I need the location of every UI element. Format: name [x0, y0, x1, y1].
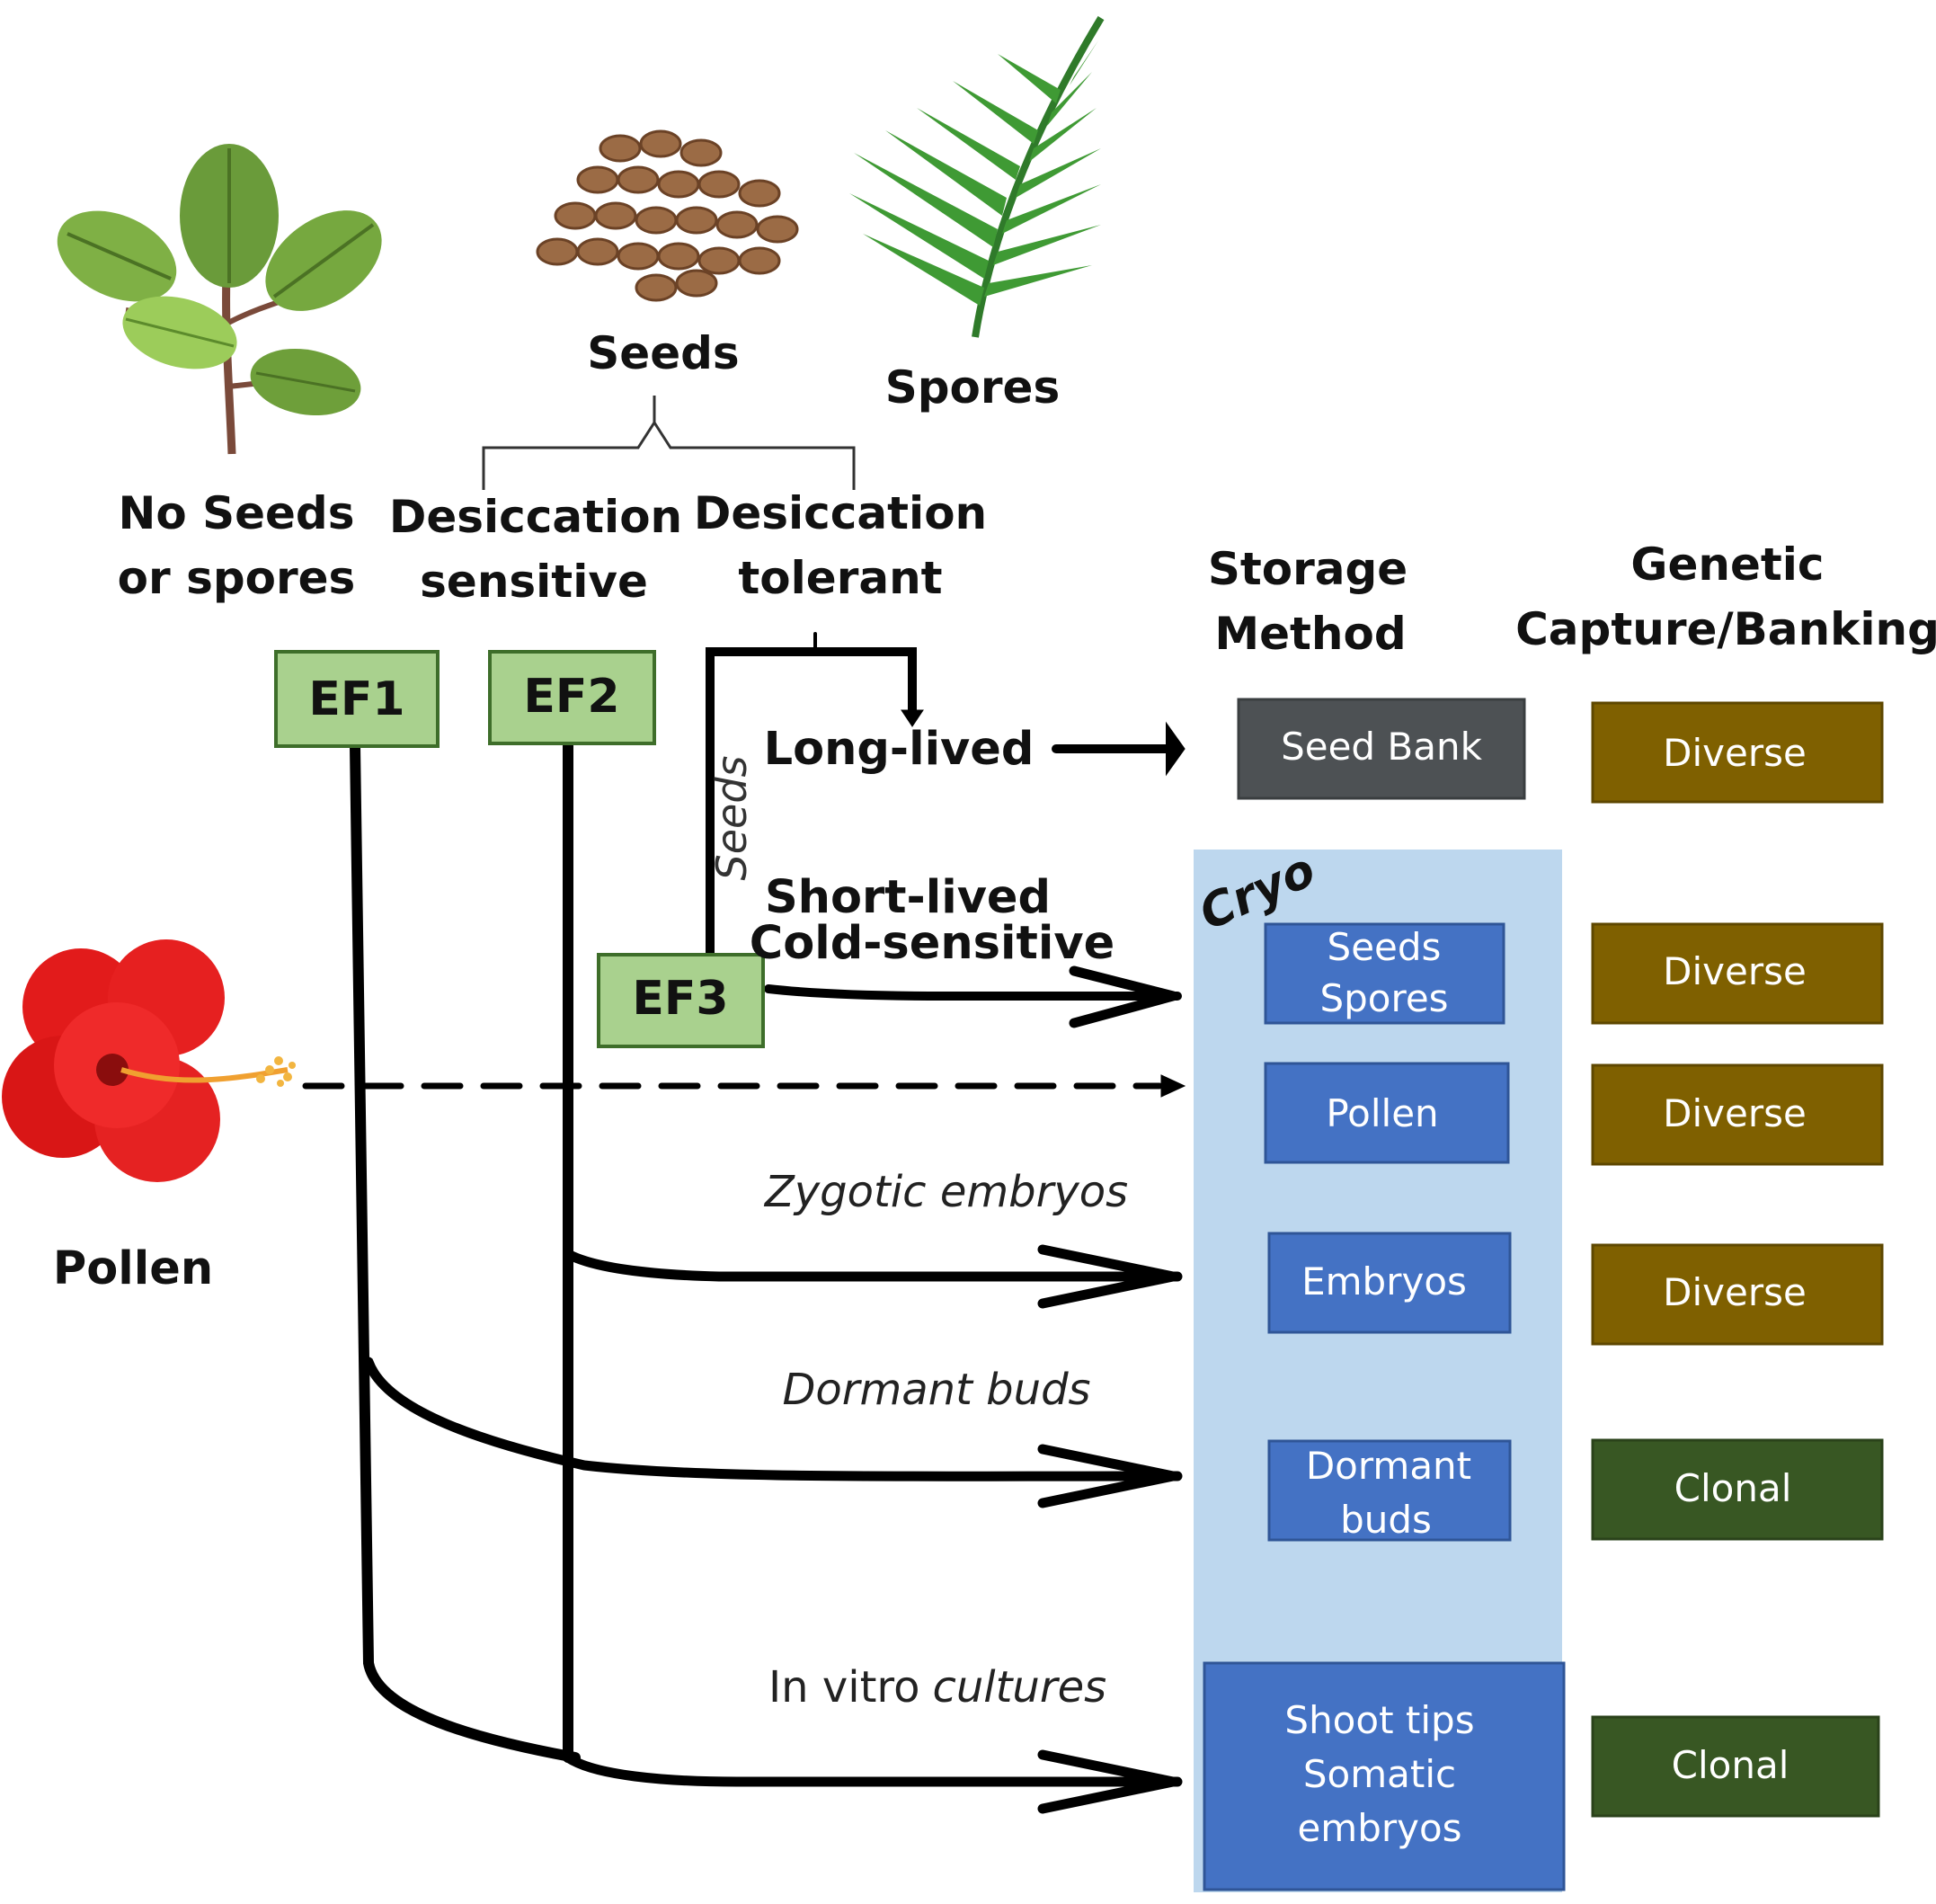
ef1-label: EF1 [308, 672, 404, 726]
pollen-storage-label: Pollen [1326, 1091, 1438, 1135]
pollen-box [1264, 1062, 1510, 1164]
pollen-arrowhead [1160, 1074, 1186, 1098]
seeds-heading: Seeds [587, 327, 739, 379]
dormant-buds-label-2: buds [1340, 1498, 1432, 1542]
storage-method-heading-1: Storage [1208, 543, 1408, 595]
long-lived-label: Long-lived [764, 723, 1035, 776]
genetic-heading-2: Capture/Banking [1515, 603, 1936, 655]
embryos-label: Embryos [1301, 1259, 1467, 1303]
seed-bank-label: Seed Bank [1281, 725, 1483, 769]
dormant-buds-arrowhead [1037, 1444, 1178, 1508]
genetic-box-4 [1591, 1243, 1884, 1346]
shoot-tips-label-2: Somatic [1303, 1752, 1456, 1796]
seeds-spores-arrowhead [1069, 965, 1178, 1028]
dormant-buds-label: Dormant buds [782, 1365, 1090, 1415]
in-vitro-roman: In vitro [768, 1662, 919, 1713]
ef2-label: EF2 [523, 670, 619, 724]
in-vitro-label: In vitro cultures [768, 1662, 1106, 1713]
short-lived-label: Short-lived [765, 871, 1051, 924]
hibiscus-flower-illustration [2, 939, 296, 1182]
genetic-label-1: Diverse [1663, 731, 1807, 775]
zygotic-embryos-connector [563, 1249, 1183, 1282]
dormant-buds-box [1267, 1439, 1512, 1542]
shoot-tips-label-3: embryos [1297, 1806, 1461, 1850]
ef2-box [488, 650, 656, 745]
genetic-label-3: Diverse [1663, 1091, 1807, 1135]
seeds-vertical-label: Seeds [707, 756, 756, 881]
long-lived-down-arrowhead [901, 709, 924, 727]
desiccation-tolerant-label-2: tolerant [738, 552, 942, 604]
seeds-pile-illustration [536, 129, 799, 302]
seeds-spores-label-2: Spores [1319, 976, 1448, 1020]
genetic-label-4: Diverse [1663, 1270, 1807, 1314]
long-lived-arrowhead [1166, 721, 1186, 777]
genetic-box-3 [1591, 1063, 1884, 1166]
genetic-label-6: Clonal [1672, 1743, 1789, 1787]
spores-heading: Spores [885, 361, 1060, 414]
pollen-source-label: Pollen [53, 1242, 213, 1295]
genetic-box-6 [1591, 1715, 1880, 1818]
seeds-spores-box [1264, 922, 1505, 1025]
shoot-tips-box [1203, 1661, 1566, 1891]
genetic-box-5 [1591, 1438, 1884, 1541]
cold-sensitive-label: Cold-sensitive [750, 917, 1115, 970]
embryos-box [1267, 1232, 1512, 1334]
zygotic-embryos-label: Zygotic embryos [763, 1167, 1128, 1217]
embryos-arrowhead [1037, 1244, 1178, 1309]
no-seeds-label-1: No Seeds [119, 487, 355, 539]
seed-bank-box [1237, 698, 1526, 800]
desiccation-sensitive-label-2: sensitive [420, 556, 648, 608]
ef3-label: EF3 [632, 972, 728, 1026]
seeds-spores-label-1: Seeds [1328, 925, 1442, 969]
genetic-label-5: Clonal [1674, 1466, 1792, 1510]
fern-illustration [849, 15, 1105, 338]
genetic-label-2: Diverse [1663, 949, 1807, 993]
seeds-path-line [706, 647, 917, 957]
leafy-twig-illustration [57, 144, 382, 455]
storage-method-heading-2: Method [1214, 608, 1406, 660]
genetic-box-2 [1591, 922, 1884, 1025]
shoot-tips-label-1: Shoot tips [1284, 1698, 1474, 1742]
ef3-connector [764, 984, 1182, 1001]
in-vitro-connector [563, 1752, 1183, 1787]
genetic-heading-1: Genetic [1630, 538, 1824, 591]
in-vitro-italic: cultures [932, 1662, 1106, 1713]
desiccation-tolerant-label-1: Desiccation [694, 487, 987, 539]
genetic-box-1 [1591, 701, 1884, 804]
dormant-buds-connector [363, 1357, 1183, 1481]
ef1-trunk-line [350, 741, 581, 1763]
ef3-box [597, 953, 765, 1048]
in-vitro-arrowhead [1037, 1749, 1178, 1814]
desiccation-sensitive-label-1: Desiccation [389, 491, 682, 543]
ef1-box [274, 650, 440, 748]
no-seeds-label-2: or spores [118, 552, 356, 604]
seeds-brace [482, 396, 856, 490]
dormant-buds-label-1: Dormant [1306, 1444, 1471, 1488]
